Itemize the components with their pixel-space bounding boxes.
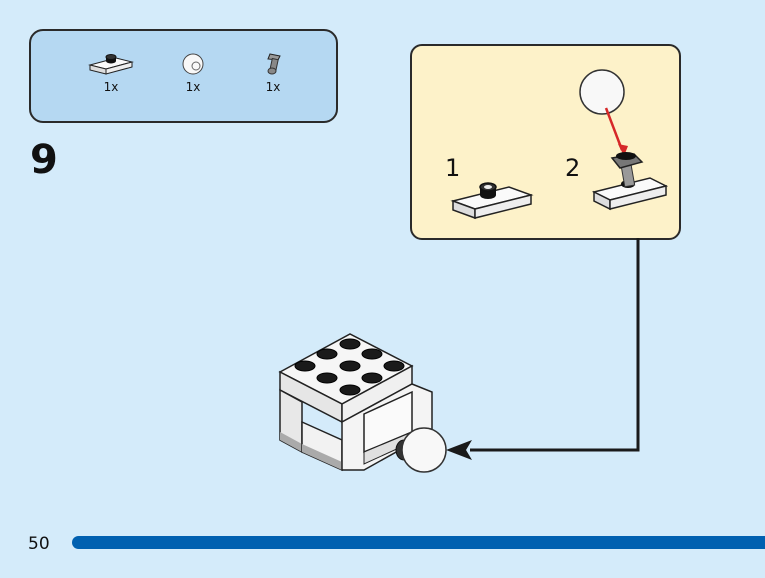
page-bar — [72, 536, 765, 549]
ball-socket-icon — [267, 53, 281, 75]
plate-with-stud-image — [450, 182, 534, 220]
connector-line — [446, 238, 640, 460]
plate-with-stud-icon — [88, 54, 134, 75]
part-quantity: 1x — [265, 80, 281, 94]
ball-icon — [182, 53, 204, 75]
model-assembly-image — [278, 333, 447, 473]
part-quantity: 1x — [103, 80, 119, 94]
ball-joint-assembly-image — [579, 69, 669, 211]
step-number: 9 — [30, 137, 58, 183]
substep-number: 2 — [565, 154, 581, 182]
arrow-head-icon — [446, 440, 472, 460]
part-item: 1x — [243, 51, 303, 94]
part-item: 1x — [163, 51, 223, 94]
part-item: 1x — [81, 51, 141, 94]
substep-number: 1 — [445, 154, 461, 182]
page-number: 50 — [28, 534, 50, 554]
insert-arrow — [604, 107, 624, 151]
parts-list-box: 1x 1x 1x — [29, 29, 338, 123]
sub-assembly-callout: 1 2 — [410, 44, 681, 240]
part-quantity: 1x — [185, 80, 201, 94]
